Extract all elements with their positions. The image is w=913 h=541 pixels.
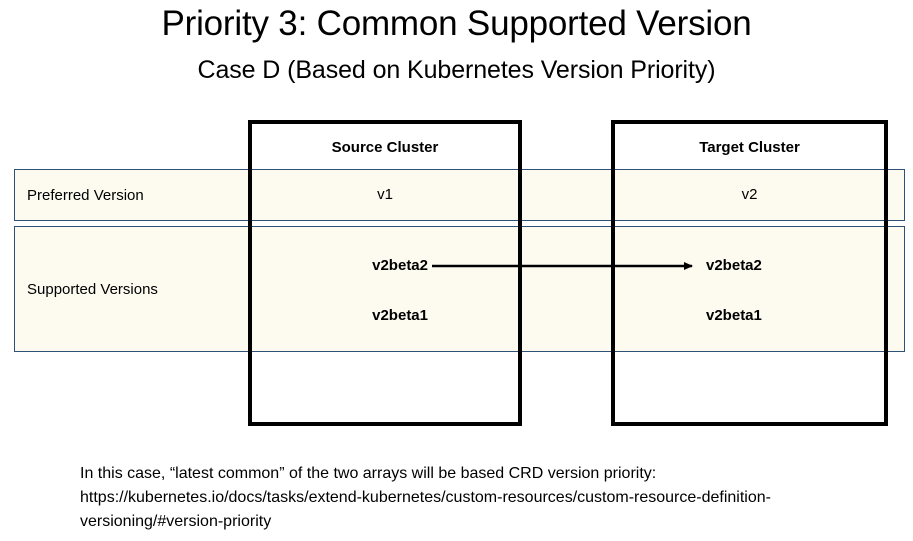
version-mapping-arrow-icon: [432, 262, 693, 270]
footer-note: In this case, “latest common” of the two…: [80, 465, 771, 530]
cell-supported-version-source-0: v2beta2: [372, 257, 428, 274]
cell-supported-version-target-1: v2beta1: [706, 307, 762, 324]
table-row-preferred-version: Preferred Version: [14, 169, 905, 221]
target-cluster-header: Target Cluster: [699, 139, 800, 156]
page-subtitle: Case D (Based on Kubernetes Version Prio…: [197, 56, 716, 84]
source-cluster-header: Source Cluster: [331, 139, 439, 156]
page-title: Priority 3: Common Supported Version: [161, 4, 752, 43]
source-cluster-box: Source Cluster: [248, 120, 522, 426]
cell-preferred-version-target: v2: [741, 186, 758, 203]
row-label-supported-versions: Supported Versions: [27, 281, 158, 298]
cell-supported-version-source-1: v2beta1: [372, 307, 428, 324]
table-row-supported-versions: Supported Versions: [14, 226, 905, 352]
cell-supported-version-target-0: v2beta2: [706, 257, 762, 274]
cell-preferred-version-source: v1: [377, 186, 393, 203]
row-label-preferred-version: Preferred Version: [27, 187, 144, 204]
target-cluster-box: Target Cluster: [611, 120, 888, 426]
